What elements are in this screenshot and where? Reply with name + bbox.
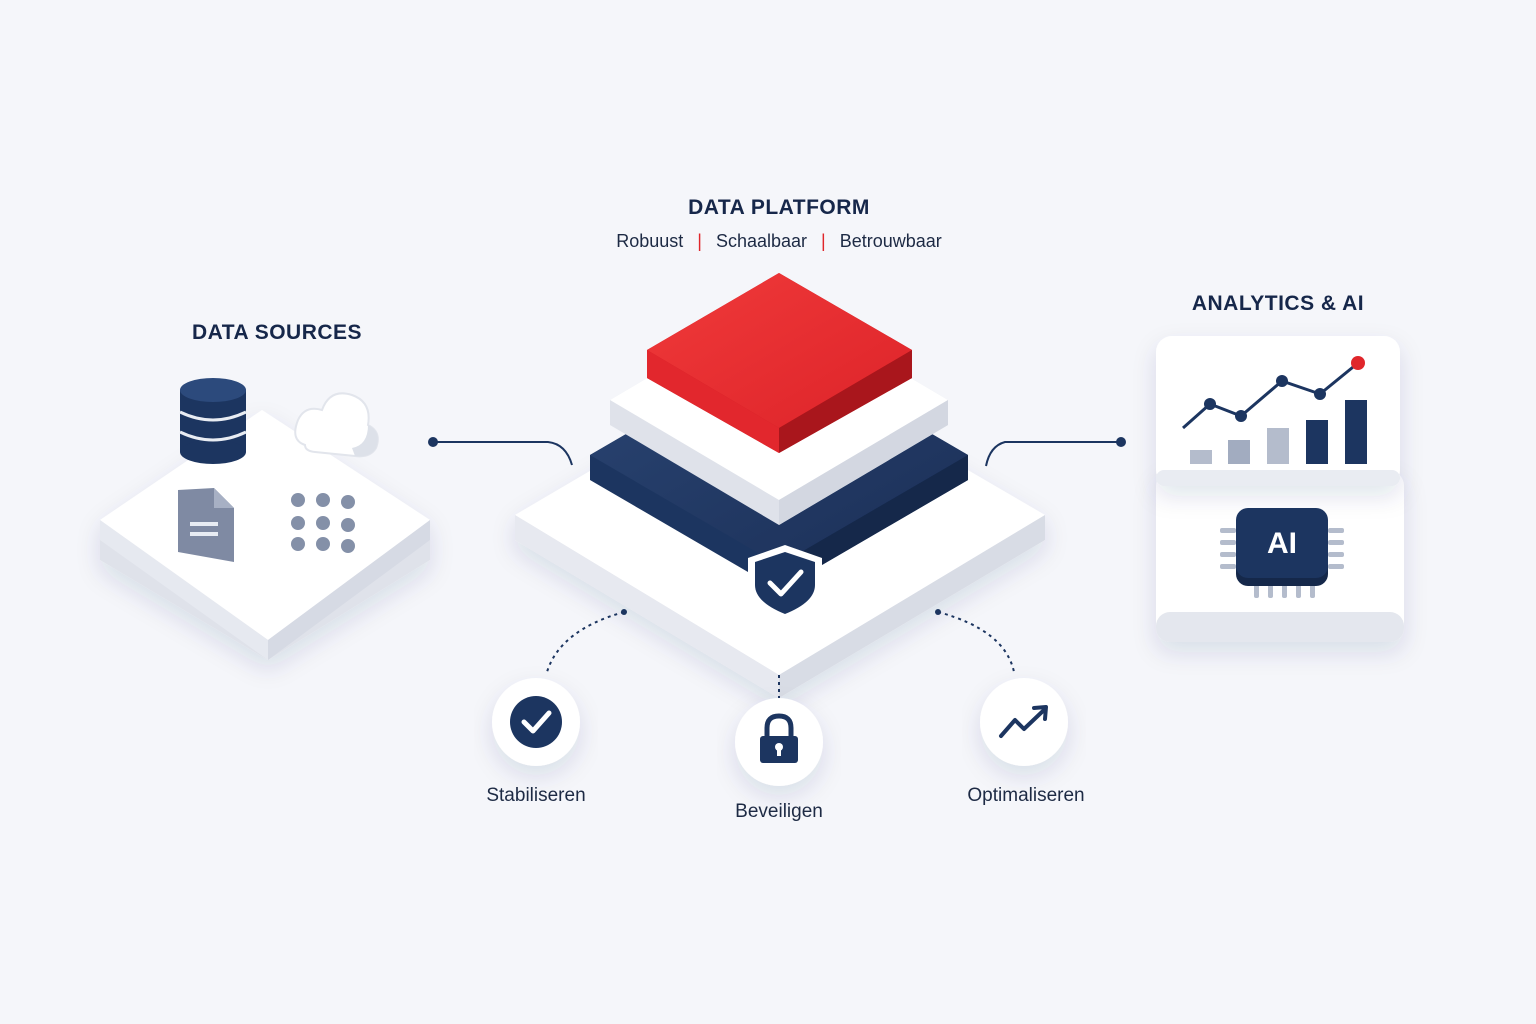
attribute-robuust: Robuust bbox=[616, 231, 684, 251]
cloud-icon bbox=[294, 392, 379, 458]
shield-check-icon bbox=[748, 545, 822, 622]
sources-title: DATA SOURCES bbox=[191, 321, 363, 344]
step-label-stabiliseren: Stabiliseren bbox=[486, 785, 586, 806]
platform-attributes: Robuust | Schaalbaar | Betrouwbaar bbox=[616, 231, 942, 252]
step-label-optimaliseren: Optimaliseren bbox=[967, 785, 1085, 806]
analytics-title: ANALYTICS & AI bbox=[1191, 292, 1365, 315]
attribute-separator: | bbox=[697, 231, 702, 251]
ai-chip-icon: AI bbox=[1220, 508, 1344, 598]
database-icon bbox=[179, 378, 247, 464]
step-optimaliseren-badge bbox=[980, 678, 1068, 766]
platform-title: DATA PLATFORM bbox=[688, 196, 870, 219]
line-chart-icon bbox=[1182, 356, 1365, 430]
connector-sources-platform bbox=[428, 437, 573, 466]
attribute-schaalbaar: Schaalbaar bbox=[715, 231, 808, 251]
step-label-beveiligen: Beveiligen bbox=[735, 801, 823, 822]
attribute-separator: | bbox=[821, 231, 826, 251]
padlock-icon bbox=[760, 713, 798, 763]
document-icon bbox=[178, 488, 234, 562]
dot-grid-icon bbox=[291, 493, 355, 553]
ai-chip-label: AI bbox=[1267, 527, 1297, 560]
red-top-layer bbox=[647, 273, 912, 453]
analytics-chart-card bbox=[1156, 336, 1400, 486]
bar-chart-icon bbox=[1190, 400, 1367, 464]
attribute-betrouwbaar: Betrouwbaar bbox=[839, 231, 942, 251]
step-connectors bbox=[546, 611, 1015, 700]
connector-platform-analytics bbox=[985, 437, 1126, 467]
check-circle-icon bbox=[510, 696, 562, 748]
trend-up-icon bbox=[999, 705, 1048, 738]
sources-platform bbox=[100, 410, 430, 660]
